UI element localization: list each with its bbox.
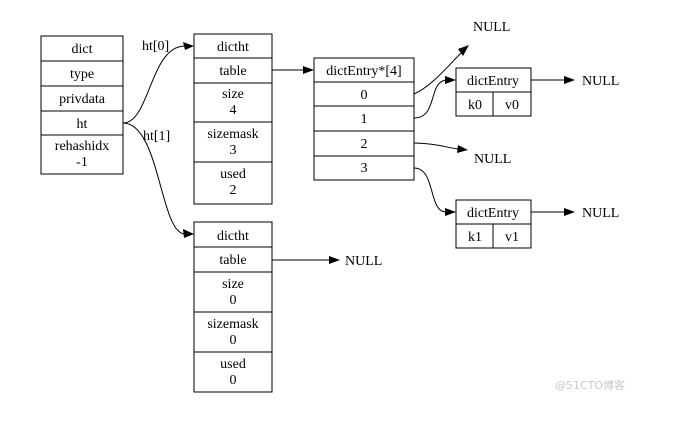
table-array: dictEntry*[4] 0 1 2 3 — [313, 57, 415, 181]
dictht-ht0-size-value: 4 — [230, 103, 237, 118]
dict-entry-1: dictEntry k1 v1 — [455, 199, 532, 249]
edges — [122, 42, 575, 264]
dict-field-ht: ht — [77, 117, 88, 132]
dictht-ht1-table: table — [219, 253, 246, 268]
edge-ht0-table-arrowhead — [303, 66, 314, 74]
dictht-ht1-used-label: used — [220, 357, 246, 372]
dictht-ht0-sizemask-label: sizemask — [207, 127, 258, 142]
table-slot-3: 3 — [361, 161, 368, 176]
dict-title: dict — [72, 42, 93, 57]
dictht-ht0-header: dictht — [217, 40, 249, 55]
edge-slot1 — [413, 79, 447, 119]
dict-entry-1-key: k1 — [468, 230, 482, 245]
dictht-ht0-border — [193, 33, 273, 205]
dictht-ht1-sizemask-label: sizemask — [207, 317, 258, 332]
edge-slot2 — [413, 142, 459, 150]
edge-ht1 — [122, 122, 186, 235]
dict-field-privdata: privdata — [59, 92, 106, 107]
dictht-ht0: dictht table size 4 sizemask 3 used 2 — [193, 33, 273, 205]
edge-slot3-arrowhead — [445, 208, 456, 216]
dictht-ht1-used-value: 0 — [230, 373, 237, 388]
dictht-ht0-used-label: used — [220, 167, 246, 182]
null-label-entry1-next: NULL — [582, 206, 619, 221]
null-label-ht1-table: NULL — [345, 254, 382, 269]
dictht-ht1-size-label: size — [222, 277, 244, 292]
edge-ht0 — [122, 45, 186, 124]
dictht-ht0-size-label: size — [222, 87, 244, 102]
dictht-ht1-sizemask-value: 0 — [230, 333, 237, 348]
dict-entry-1-header: dictEntry — [467, 206, 519, 221]
dict-field-rehashidx-value: -1 — [76, 155, 88, 170]
edge-slot3 — [413, 167, 447, 213]
null-label-entry0-next: NULL — [582, 74, 619, 89]
edge-slot0-arrowhead — [458, 45, 469, 56]
table-array-header: dictEntry*[4] — [326, 64, 401, 79]
edge-entry1-next-arrowhead — [564, 208, 575, 216]
dict-entry-0-value: v0 — [505, 98, 519, 113]
dictht-ht0-used-value: 2 — [230, 183, 237, 198]
dictht-ht1: dictht table size 0 sizemask 0 used 0 — [193, 221, 273, 393]
dictht-ht0-sizemask-value: 3 — [230, 143, 237, 158]
table-slot-0: 0 — [361, 88, 368, 103]
dict-entry-0: dictEntry k0 v0 — [455, 67, 532, 117]
edge-slot0 — [413, 51, 463, 95]
dictht-ht0-table: table — [219, 64, 246, 79]
dict-field-rehashidx: rehashidx — [55, 139, 109, 154]
edge-slot2-arrowhead — [457, 145, 468, 153]
edge-entry0-next-arrowhead — [564, 76, 575, 84]
edge-ht1-table-arrowhead — [329, 256, 340, 264]
edge-ht0-arrowhead — [183, 42, 194, 50]
table-slot-1: 1 — [361, 112, 368, 127]
null-label-slot2: NULL — [474, 152, 511, 167]
dict-entry-0-header: dictEntry — [467, 74, 519, 89]
null-label-slot0: NULL — [473, 20, 510, 35]
dict-node-border — [40, 35, 124, 175]
edge-slot1-arrowhead — [445, 76, 456, 84]
edge-label-ht0: ht[0] — [142, 39, 169, 54]
table-slot-2: 2 — [361, 137, 368, 152]
dictht-ht1-size-value: 0 — [230, 293, 237, 308]
dict-entry-0-key: k0 — [468, 98, 482, 113]
watermark: @51CTO博客 — [555, 378, 625, 392]
dict-node: dict type privdata ht rehashidx -1 — [40, 35, 124, 175]
dict-field-type: type — [70, 67, 94, 82]
dictht-ht1-border — [193, 221, 273, 393]
table-array-border — [313, 57, 415, 181]
dict-entry-1-value: v1 — [505, 230, 519, 245]
edge-ht1-arrowhead — [183, 229, 194, 238]
dictht-ht1-header: dictht — [217, 229, 249, 244]
edge-label-ht1: ht[1] — [143, 129, 170, 144]
